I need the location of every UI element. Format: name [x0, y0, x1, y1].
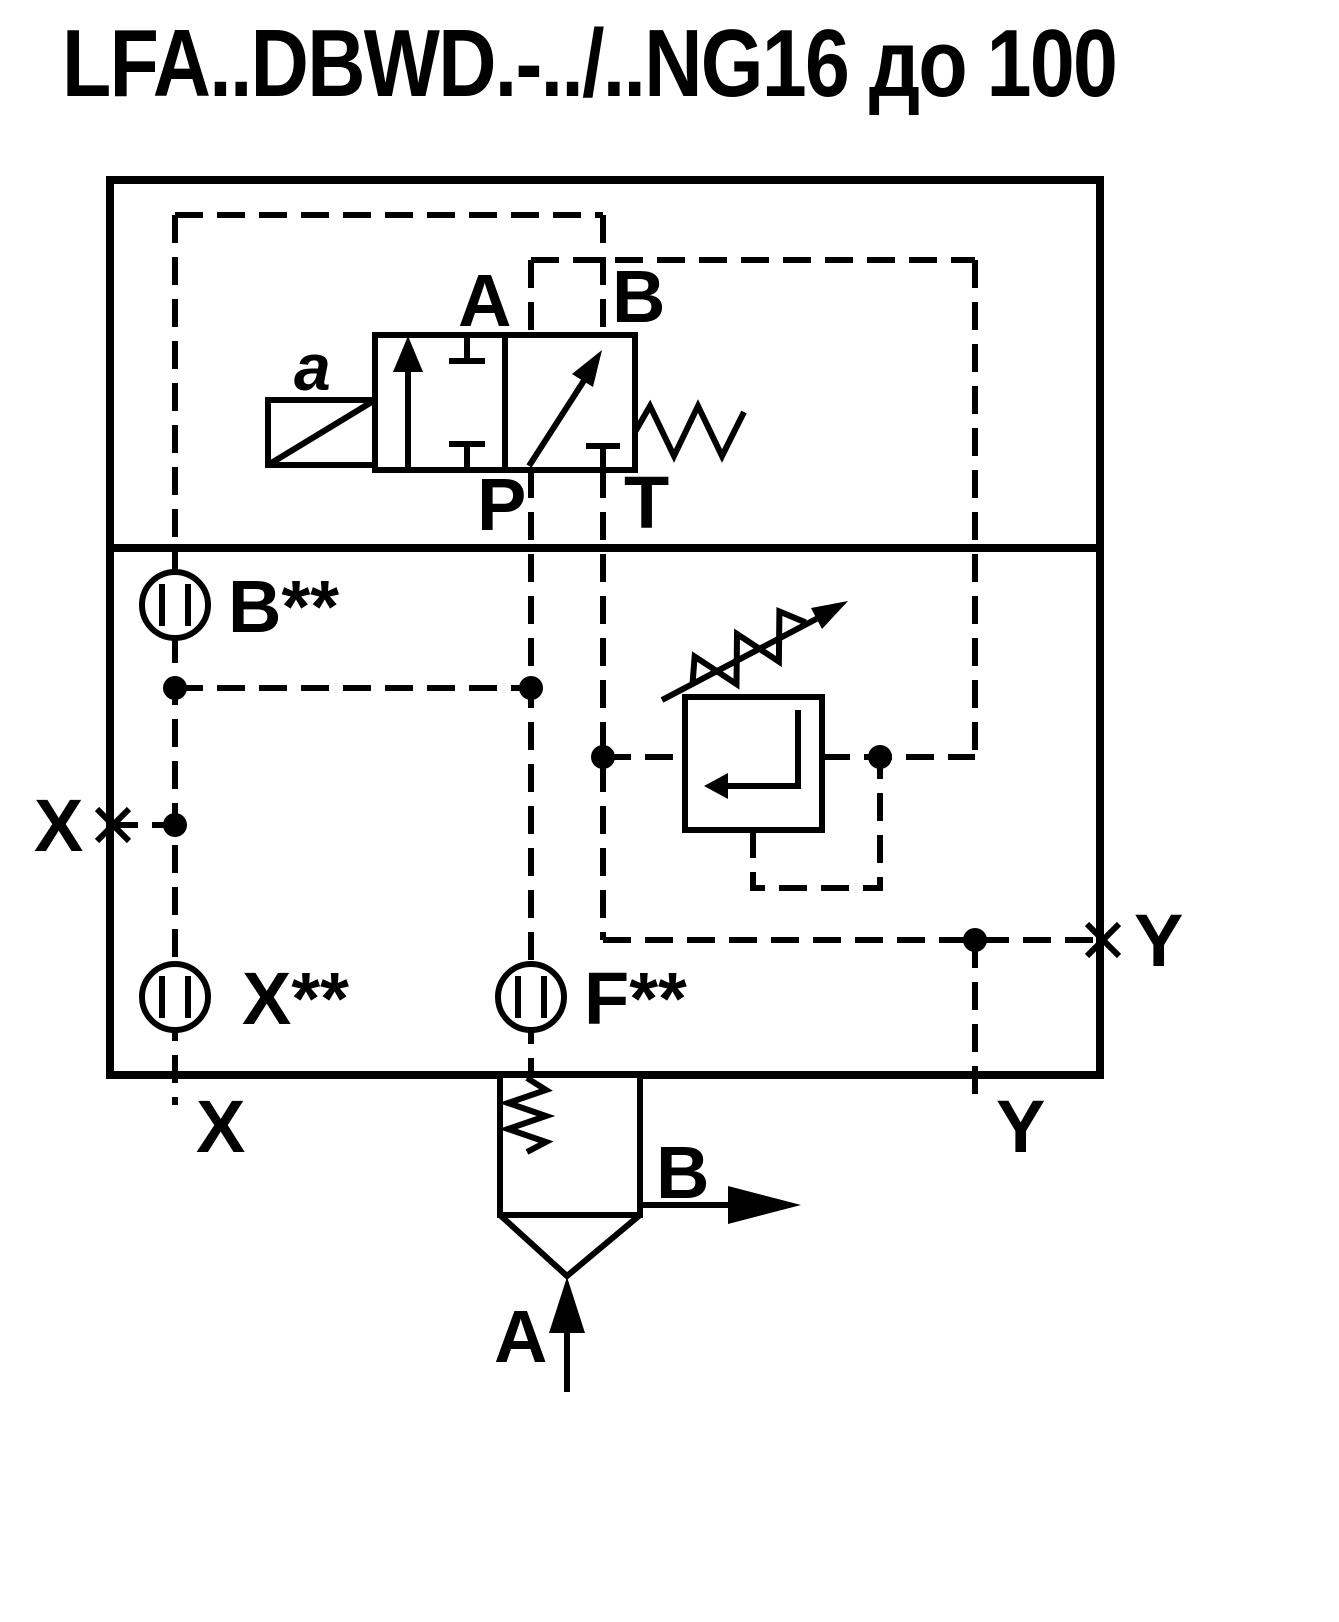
- main-port-a-label: A: [494, 1295, 547, 1378]
- pilot-port-p-label: P: [477, 463, 526, 546]
- poppet-seat: [497, 1212, 642, 1280]
- junction-dot: [868, 745, 892, 769]
- flow-arrow-diagonal-head: [572, 350, 602, 387]
- port-a-arrow-head: [549, 1277, 585, 1333]
- orifice-f-icon: [495, 961, 567, 1033]
- relief-flow-path: [726, 710, 801, 789]
- main-cartridge-valve: B A: [494, 1072, 801, 1392]
- port-x-bottom-label: X: [196, 1085, 245, 1168]
- junction-dot: [963, 928, 987, 952]
- orifice-b: B**: [139, 565, 339, 648]
- plug-cross-icon: [94, 806, 132, 844]
- junction-dot: [163, 813, 187, 837]
- flow-arrow-diagonal-line: [526, 377, 588, 468]
- orifice-b-icon: [139, 569, 211, 641]
- relief-adjust-arrow-head: [811, 601, 848, 629]
- pilot-port-a-label: A: [458, 259, 511, 342]
- pilot-directional-valve: a A B P T: [265, 255, 747, 546]
- plug-cross-icon: [1084, 921, 1122, 959]
- junction-dot: [519, 676, 543, 700]
- relief-adjust-arrow-line: [660, 614, 822, 703]
- pilot-relief-valve: [660, 601, 848, 833]
- diagram-title: LFA..DBWD.-../..NG16 до 100: [62, 9, 1116, 116]
- solenoid-diagonal: [266, 397, 377, 468]
- pilot-lines: [110, 212, 1100, 1105]
- port-y-right: Y: [1084, 899, 1183, 982]
- orifice-x-label: X**: [242, 957, 349, 1040]
- orifice-f: F**: [495, 957, 687, 1040]
- flow-arrow-up-head: [393, 336, 423, 372]
- solenoid-position-label: a: [294, 330, 331, 404]
- main-port-b-label: B: [656, 1131, 709, 1214]
- orifice-f-label: F**: [584, 957, 687, 1040]
- port-y-right-label: Y: [1134, 899, 1183, 982]
- orifice-x-icon: [139, 961, 211, 1033]
- port-x-left: X: [34, 784, 132, 867]
- relief-adjust-spring: [689, 606, 807, 690]
- port-b-arrow-head: [728, 1186, 801, 1224]
- junction-dot: [163, 676, 187, 700]
- cartridge-spring: [498, 1075, 556, 1155]
- relief-flow-arrow-head: [704, 773, 728, 799]
- port-y-bottom-label: Y: [996, 1085, 1045, 1168]
- junction-dot: [591, 745, 615, 769]
- pilot-port-b-label: B: [612, 255, 665, 338]
- relief-valve-body: [682, 694, 825, 833]
- return-spring: [632, 399, 747, 463]
- pilot-port-t-label: T: [624, 461, 669, 544]
- orifice-x: X**: [139, 957, 349, 1040]
- port-x-left-label: X: [34, 784, 83, 867]
- orifice-b-label: B**: [228, 565, 339, 648]
- junction-dots: [163, 676, 987, 952]
